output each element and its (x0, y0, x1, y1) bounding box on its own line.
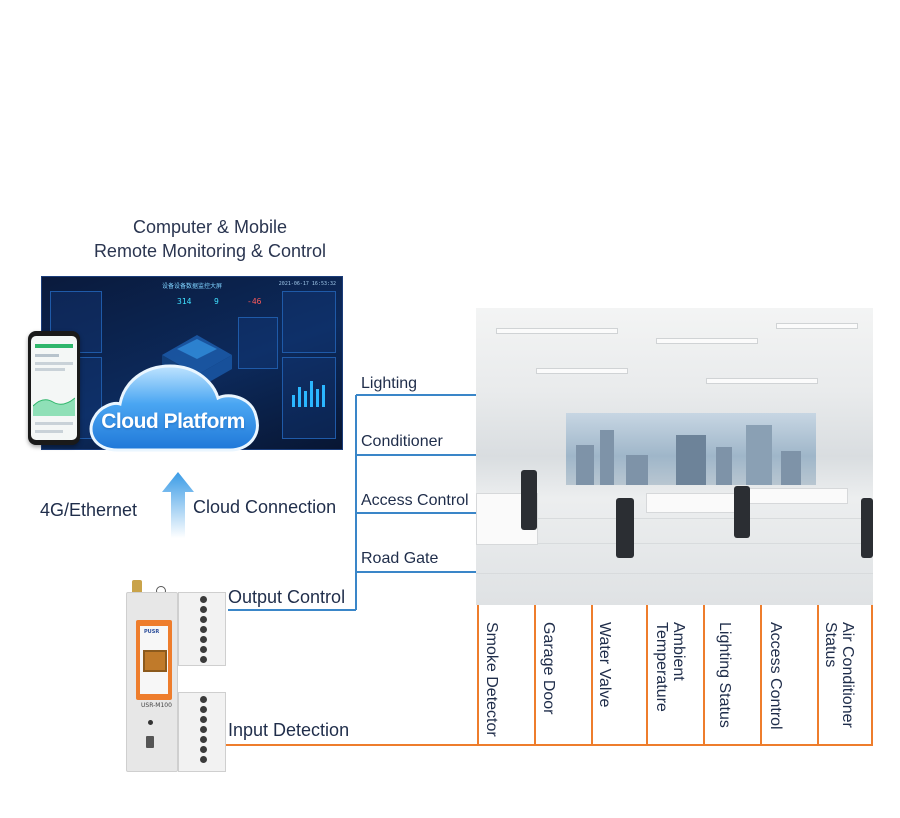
input-source-water-valve: Water Valve (595, 622, 613, 708)
input-source-garage-door: Garage Door (539, 622, 557, 715)
dashboard-number-2: 9 (214, 297, 219, 306)
header-title-line2: Remote Monitoring & Control (93, 241, 327, 261)
dashboard-title: 设备设备数据监控大屏 (161, 283, 222, 290)
input-source-lighting-status: Lighting Status (715, 622, 733, 728)
office-chair-4 (861, 498, 873, 558)
input-source-access-control: Access Control (766, 622, 784, 730)
input-source-smoke-detector: Smoke Detector (482, 622, 500, 737)
network-type-label: 4G/Ethernet (40, 500, 138, 520)
output-target-road-gate: Road Gate (361, 550, 439, 567)
antenna-connector (132, 580, 142, 594)
output-control-label: Output Control (228, 587, 346, 607)
dashboard-panel-right-2 (282, 357, 336, 439)
input-source-ambient-temperature: Ambient Temperature (653, 622, 687, 712)
office-chair (521, 470, 537, 530)
terminal-screws (196, 596, 216, 766)
office-desk (646, 493, 738, 513)
office-chair-2 (616, 498, 634, 558)
terminal-block-top (178, 592, 226, 666)
device-brand: PUSR (144, 629, 160, 635)
input-detection-label: Input Detection (228, 720, 350, 740)
dashboard-number-1: 314 (177, 297, 192, 306)
dashboard-number-3: -46 (247, 297, 262, 306)
io-controller-device: PUSR USR-M100 (126, 580, 229, 776)
output-target-conditioner: Conditioner (361, 433, 443, 450)
output-target-access-control: Access Control (361, 492, 469, 509)
mobile-phone (28, 331, 80, 445)
phone-screen (31, 336, 77, 440)
usb-port (146, 736, 154, 748)
input-source-air-conditioner-status: Air Conditioner Status (822, 622, 856, 728)
dashboard-time: 2021-06-17 16:53:32 (278, 281, 336, 287)
device-model: USR-M100 (141, 702, 172, 709)
header-title-line1: Computer & Mobile (132, 217, 288, 237)
upload-arrow-icon (162, 472, 194, 538)
dashboard-panel-right (282, 291, 336, 353)
office-chair-3 (734, 486, 750, 538)
office-desk-2 (736, 488, 848, 504)
ethernet-port (143, 650, 167, 672)
cloud-connection-label: Cloud Connection (193, 497, 337, 517)
cloud-platform-label: Cloud Platform (101, 410, 245, 433)
reset-button (148, 720, 153, 725)
output-target-lighting: Lighting (361, 375, 418, 392)
dashboard-bar-chart (290, 377, 330, 407)
cloud-icon (89, 364, 259, 452)
dashboard-panel-center-right (238, 317, 278, 369)
office-window (566, 413, 816, 485)
office-photo (476, 308, 873, 605)
